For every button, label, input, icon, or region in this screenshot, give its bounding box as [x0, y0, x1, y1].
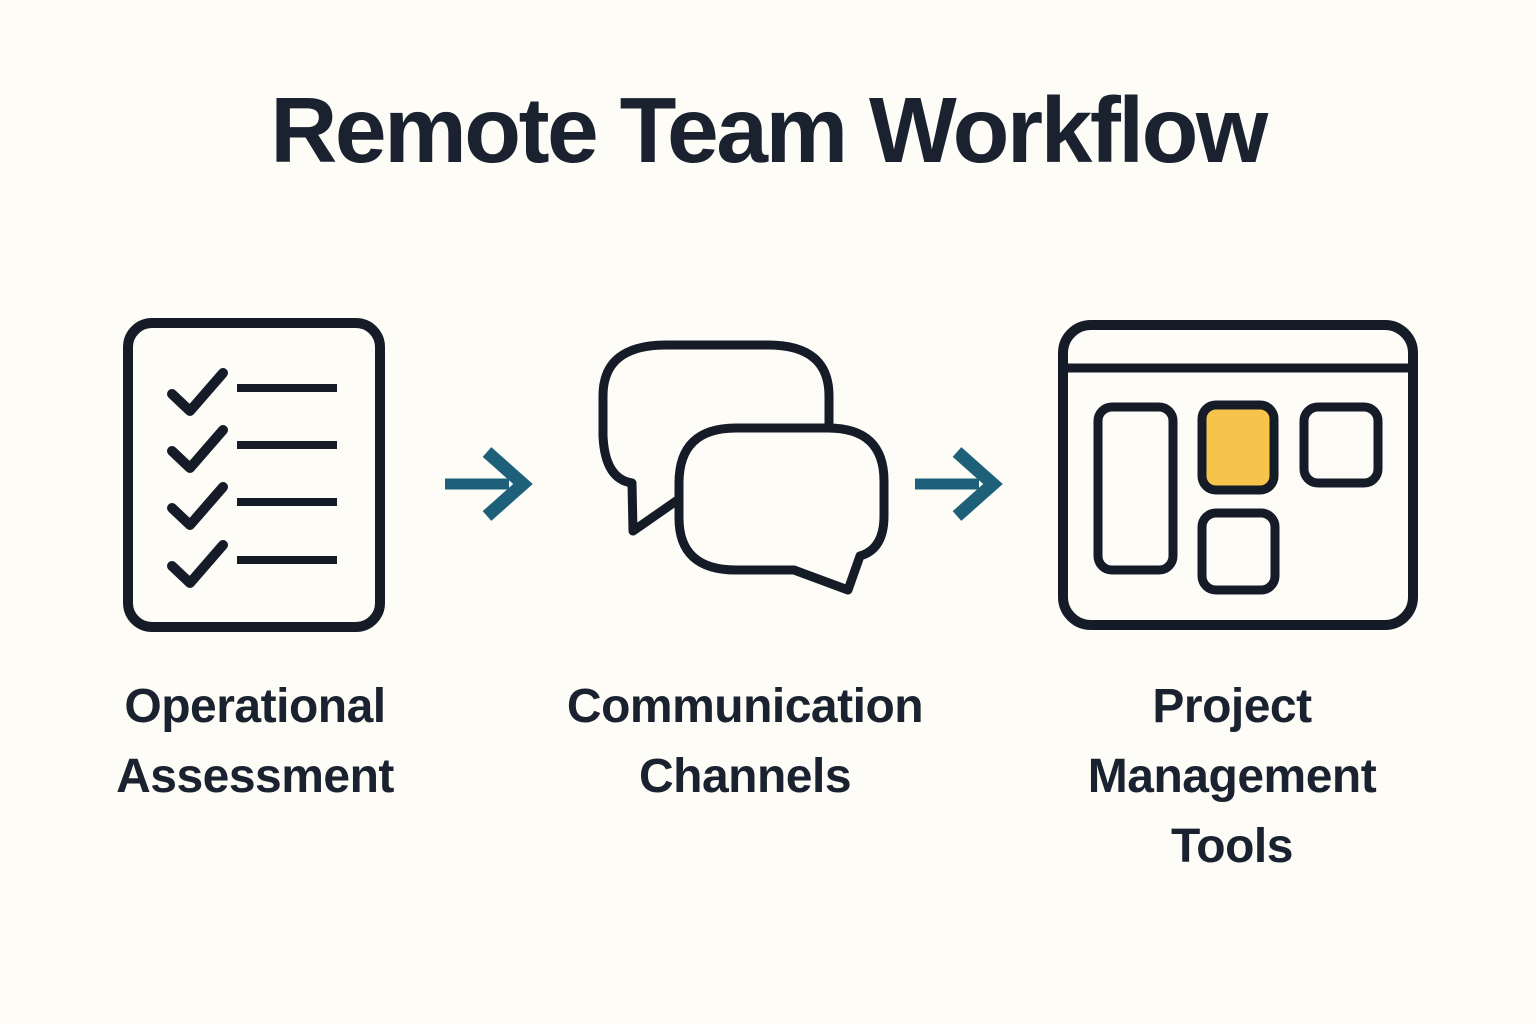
label-line: Communication — [566, 680, 924, 733]
label-line: Management — [1087, 750, 1377, 803]
kanban-card — [1197, 508, 1280, 595]
checklist-icon — [123, 318, 385, 632]
arrow-right-icon — [915, 447, 1003, 521]
step-label-project-management-tools: Project Management Tools — [1012, 672, 1452, 882]
arrow-right-icon — [445, 447, 533, 521]
label-line: Assessment — [116, 750, 394, 803]
label-line: Operational — [124, 680, 386, 733]
kanban-accent-card — [1197, 400, 1279, 495]
chat-bubbles-icon — [598, 340, 889, 595]
kanban-column-card — [1093, 402, 1178, 575]
kanban-card — [1299, 402, 1383, 488]
step-label-communication-channels: Communication Channels — [495, 672, 995, 812]
step-label-operational-assessment: Operational Assessment — [25, 672, 485, 812]
kanban-board-icon — [1058, 320, 1418, 630]
page-title: Remote Team Workflow — [270, 78, 1268, 182]
label-line: Tools — [1171, 820, 1293, 873]
label-line: Project — [1152, 680, 1312, 733]
label-line: Channels — [638, 750, 852, 803]
